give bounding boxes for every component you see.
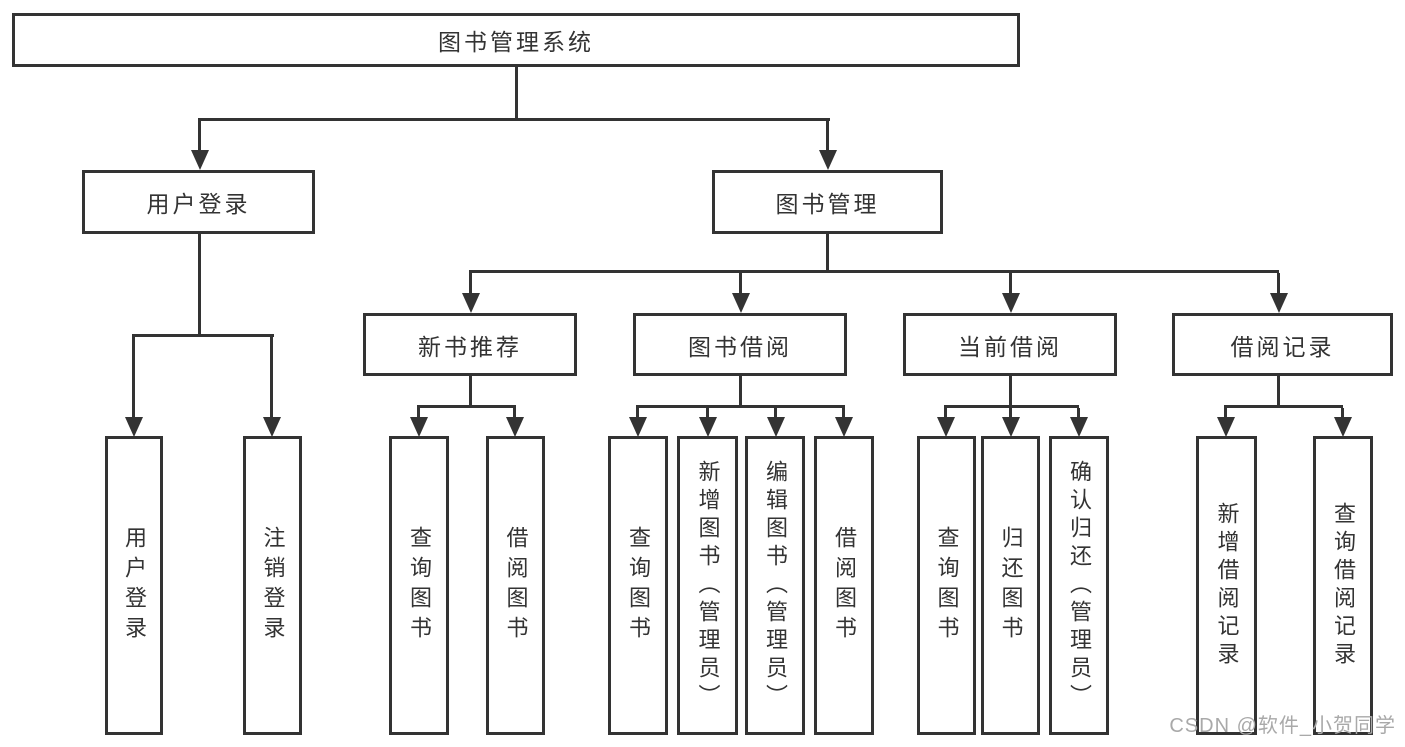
leaf-return-book: 归还图书 — [981, 436, 1040, 735]
leaf-add-borrow-record: 新增借阅记录 — [1196, 436, 1257, 735]
leaf-borrow-books-borrow: 借阅图书 — [814, 436, 874, 735]
node-root: 图书管理系统 — [12, 13, 1020, 67]
connector-bookborrow-hline — [636, 405, 845, 408]
leaf-edit-book-admin: 编辑图书（管理员） — [745, 436, 805, 735]
node-current-borrow: 当前借阅 — [903, 313, 1117, 376]
connector-arrow-query-books-borrow — [628, 408, 647, 437]
connector-bookmgmt-hline — [469, 270, 1279, 273]
watermark: CSDN @软件_小贺同学 — [1169, 715, 1396, 737]
leaf-query-books-recommend: 查询图书 — [389, 436, 449, 735]
connector-recommend-hline — [417, 405, 516, 408]
connector-arrow-new-book-recommend — [461, 273, 480, 313]
connector-arrow-confirm-return — [1069, 408, 1088, 437]
connector-borrowrecord-hline — [1224, 405, 1343, 408]
connector-borrowrecord-stub — [1277, 376, 1280, 408]
node-user-login: 用户登录 — [82, 170, 315, 234]
connector-arrow-leaf-logout — [262, 337, 281, 437]
connector-arrow-add-borrow-record — [1216, 408, 1235, 437]
connector-arrow-query-books-current — [936, 408, 955, 437]
node-book-borrow: 图书借阅 — [633, 313, 847, 376]
leaf-borrow-books-recommend: 借阅图书 — [486, 436, 545, 735]
node-new-book-recommend: 新书推荐 — [363, 313, 577, 376]
leaf-confirm-return-admin: 确认归还（管理员） — [1049, 436, 1109, 735]
connector-arrow-book-borrow — [731, 273, 750, 313]
connector-root-stub — [515, 67, 518, 121]
connector-arrow-book-mgmt — [818, 121, 837, 170]
connector-arrow-query-books-recommend — [409, 408, 428, 437]
connector-arrow-query-borrow-record — [1333, 408, 1352, 437]
connector-bookborrow-stub — [739, 376, 742, 408]
connector-arrow-current-borrow — [1001, 273, 1020, 313]
connector-currentborrow-stub — [1009, 376, 1012, 408]
leaf-query-books-borrow: 查询图书 — [608, 436, 668, 735]
connector-currentborrow-hline — [944, 405, 1079, 408]
connector-arrow-borrow-books-borrow — [834, 408, 853, 437]
node-book-mgmt: 图书管理 — [712, 170, 943, 234]
connector-arrow-borrow-record — [1269, 273, 1288, 313]
connector-arrow-edit-book — [766, 408, 785, 437]
connector-arrow-return-book — [1001, 408, 1020, 437]
connector-bookmgmt-stub — [826, 234, 829, 273]
connector-arrow-leaf-user-login — [124, 337, 143, 437]
node-borrow-record: 借阅记录 — [1172, 313, 1393, 376]
connector-recommend-stub — [469, 376, 472, 408]
connector-userlogin-stub — [198, 234, 201, 336]
connector-userlogin-hline — [132, 334, 274, 337]
connector-arrow-add-book — [698, 408, 717, 437]
connector-arrow-user-login — [190, 121, 209, 170]
connector-root-hline — [198, 118, 830, 121]
connector-arrow-borrow-books-recommend — [505, 408, 524, 437]
leaf-add-book-admin: 新增图书（管理员） — [677, 436, 738, 735]
leaf-query-borrow-record: 查询借阅记录 — [1313, 436, 1373, 735]
leaf-query-books-current: 查询图书 — [917, 436, 976, 735]
leaf-user-login: 用户登录 — [105, 436, 163, 735]
leaf-logout: 注销登录 — [243, 436, 302, 735]
